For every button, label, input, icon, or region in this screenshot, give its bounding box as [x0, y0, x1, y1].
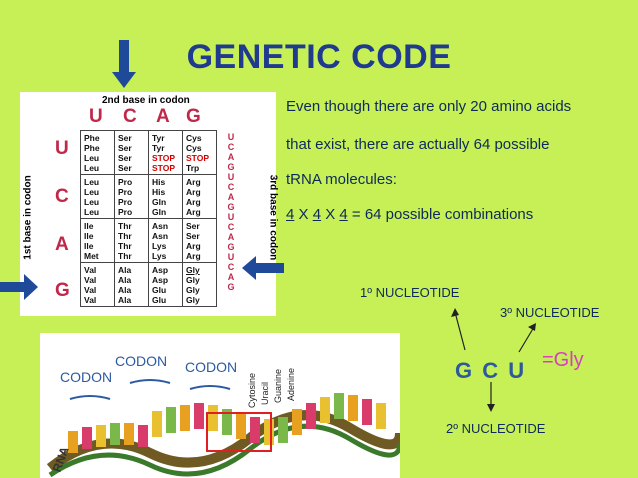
first-base-label: 1st base in codon	[22, 175, 34, 260]
third-nucleotide-label: 3º NUCLEOTIDE	[500, 305, 600, 320]
base-name-adenine: Adenine	[286, 368, 296, 401]
rna-strand-graphic: Cytosine Uracil Guanine Adenine RNA	[46, 368, 400, 478]
combo-times-2: X	[321, 206, 340, 223]
second-base-u: U	[89, 106, 103, 127]
combo-factor-1: 4	[286, 206, 295, 223]
second-base-a: A	[156, 106, 170, 127]
rna-backbone-edge	[48, 423, 400, 478]
base-name-cytosine: Cytosine	[247, 373, 257, 408]
glycine-result: =Gly	[542, 349, 584, 371]
left-arrow-icon	[242, 256, 284, 280]
combo-result: = 64 possible combinations	[347, 206, 534, 223]
codon-brace-2	[129, 379, 171, 384]
nucleotide-bases	[68, 393, 386, 453]
arrow-to-third-nucleotide	[518, 326, 535, 353]
combinations-line: 4 X 4 X 4 = 64 possible combinations	[286, 206, 533, 223]
second-nucleotide-label: 2º NUCLEOTIDE	[446, 421, 546, 436]
gly-underlined: Gly	[186, 265, 200, 275]
codon-brace-1	[69, 395, 111, 400]
third-base-label: 3rd base in codon	[267, 174, 279, 261]
second-base-label: 2nd base in codon	[102, 95, 190, 106]
page-title: GENETIC CODE	[186, 38, 452, 76]
stop-codon: STOP	[152, 153, 175, 163]
base-name-guanine: Guanine	[273, 369, 283, 403]
combo-factor-3: 4	[339, 206, 348, 223]
arrow-to-first-nucleotide	[454, 311, 466, 351]
combo-factor-2: 4	[312, 206, 322, 223]
codon-gcu: G C U	[455, 358, 527, 383]
first-base-g: G	[55, 280, 70, 301]
second-base-g: G	[186, 106, 201, 127]
nucleotide-arrows	[451, 308, 536, 412]
rna-illustration: CODON CODON CODON	[40, 333, 400, 478]
codon-table: 2nd base in codon U C A G 1st base in co…	[20, 92, 279, 316]
first-base-u: U	[55, 138, 69, 159]
gcu-highlight-box	[206, 412, 272, 452]
combo-times-1: X	[294, 206, 313, 223]
down-arrow-icon	[112, 40, 136, 88]
base-name-uracil: Uracil	[260, 382, 270, 405]
first-base-c: C	[55, 186, 69, 207]
codon-label-1: CODON	[60, 369, 113, 385]
codon-brace-3	[189, 385, 231, 390]
codon-label-2: CODON	[115, 353, 168, 369]
first-nucleotide-label: 1º NUCLEOTIDE	[360, 285, 460, 300]
stop-codon: STOP	[186, 153, 209, 163]
intro-line-3: tRNA molecules:	[286, 171, 397, 188]
first-base-a: A	[55, 234, 69, 255]
intro-line-1: Even though there are only 20 amino acid…	[286, 98, 572, 115]
second-base-c: C	[123, 106, 137, 127]
codon-label-3: CODON	[185, 359, 238, 375]
stop-codon: STOP	[152, 163, 175, 173]
intro-line-2: that exist, there are actually 64 possib…	[286, 136, 550, 153]
right-arrow-icon	[0, 274, 38, 300]
